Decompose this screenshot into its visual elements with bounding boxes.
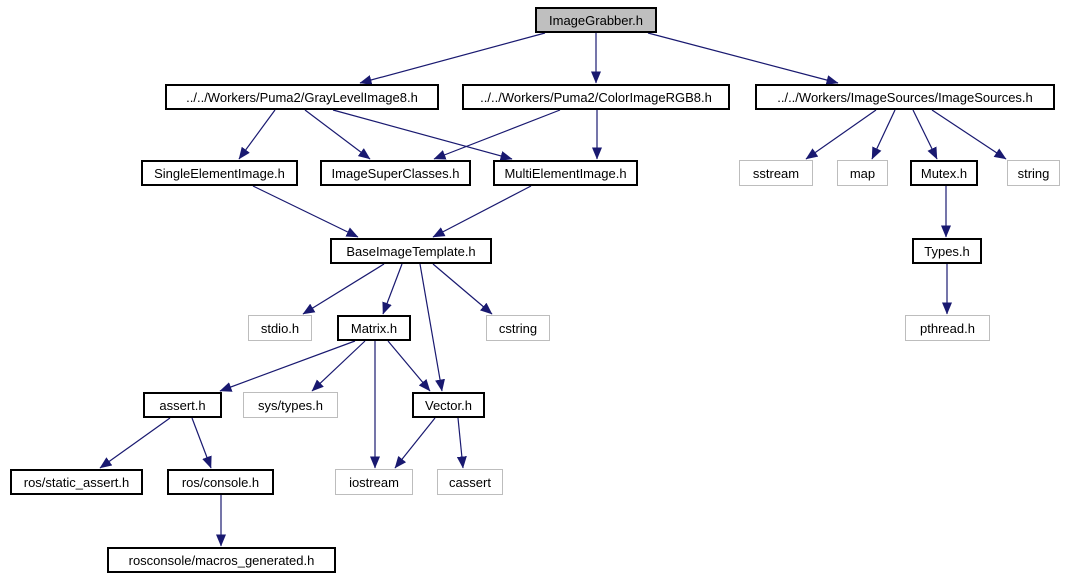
edge-baseimage-to-stdio (302, 263, 385, 315)
node-staticassert[interactable]: ros/static_assert.h (10, 469, 143, 495)
edge-imagesources-to-map (871, 109, 896, 160)
node-stdio: stdio.h (248, 315, 312, 341)
node-types[interactable]: Types.h (912, 238, 982, 264)
edge-assert-to-console (191, 417, 212, 469)
edge-assert-to-staticassert (99, 417, 171, 469)
edge-imagegrabber-to-imagesources (647, 32, 839, 85)
edge-imagesources-to-string (931, 109, 1007, 160)
node-baseimage[interactable]: BaseImageTemplate.h (330, 238, 492, 264)
node-cassert: cassert (437, 469, 503, 495)
node-pthread: pthread.h (905, 315, 990, 341)
node-graylevel[interactable]: ../../Workers/Puma2/GrayLevelImage8.h (165, 84, 439, 110)
edge-vector-to-iostream (394, 417, 436, 469)
node-vector[interactable]: Vector.h (412, 392, 485, 418)
node-iostream: iostream (335, 469, 413, 495)
node-matrix[interactable]: Matrix.h (337, 315, 411, 341)
node-map: map (837, 160, 888, 186)
node-assert[interactable]: assert.h (143, 392, 222, 418)
edge-baseimage-to-vector (419, 263, 445, 392)
edge-singleelement-to-baseimage (252, 185, 359, 238)
edge-matrix-to-vector (387, 340, 431, 392)
edge-vector-to-cassert (456, 417, 467, 469)
edge-baseimage-to-cstring (432, 263, 493, 315)
edge-baseimage-to-matrix (382, 263, 403, 315)
node-cstring: cstring (486, 315, 550, 341)
node-macros[interactable]: rosconsole/macros_generated.h (107, 547, 336, 573)
edge-matrix-to-assert (219, 340, 356, 392)
node-colorimage[interactable]: ../../Workers/Puma2/ColorImageRGB8.h (462, 84, 730, 110)
node-imagesources[interactable]: ../../Workers/ImageSources/ImageSources.… (755, 84, 1055, 110)
node-mutex[interactable]: Mutex.h (910, 160, 978, 186)
edge-multielement-to-baseimage (432, 185, 532, 238)
node-console[interactable]: ros/console.h (167, 469, 274, 495)
edge-colorimage-to-imagesuper (433, 109, 561, 160)
edge-imagesources-to-sstream (805, 109, 877, 160)
node-sstream: sstream (739, 160, 813, 186)
edge-matrix-to-systypes (311, 340, 366, 392)
edge-graylevel-to-multielement (332, 109, 513, 161)
node-imagesuper[interactable]: ImageSuperClasses.h (320, 160, 471, 186)
node-singleelement[interactable]: SingleElementImage.h (141, 160, 298, 186)
node-string: string (1007, 160, 1060, 186)
edge-graylevel-to-imagesuper (304, 109, 371, 160)
edge-graylevel-to-singleelement (238, 109, 276, 160)
node-multielement[interactable]: MultiElementImage.h (493, 160, 638, 186)
edge-imagesources-to-mutex (912, 109, 938, 160)
edge-imagegrabber-to-graylevel (359, 32, 546, 85)
node-imagegrabber: ImageGrabber.h (535, 7, 657, 33)
node-systypes: sys/types.h (243, 392, 338, 418)
